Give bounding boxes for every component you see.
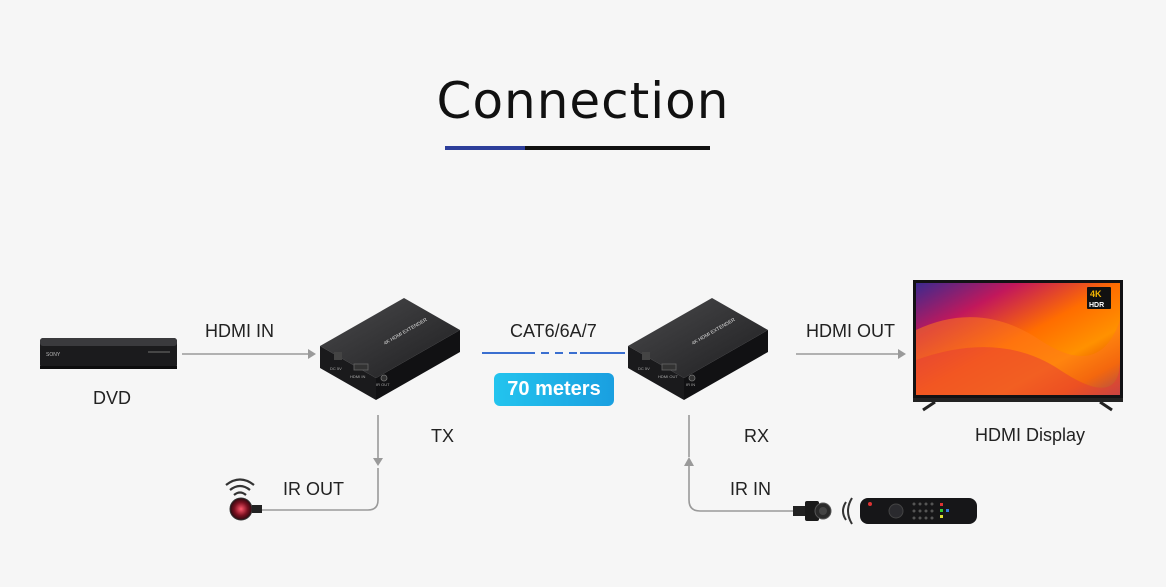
distance-badge: 70 meters — [494, 373, 614, 406]
rx-port-hdmi: HDMI OUT — [658, 374, 678, 379]
title-underline — [525, 146, 710, 150]
dvd-label: DVD — [93, 388, 132, 408]
tx-label: TX — [431, 426, 455, 446]
tx-port-hdmi: HDMI IN — [350, 374, 365, 379]
dvd-brand: SONY — [46, 352, 61, 358]
tx-extender-icon — [320, 298, 460, 400]
tv-badge-4k: 4K — [1090, 289, 1102, 299]
hdmi-display-icon — [913, 280, 1123, 412]
hdmi-in-arrow — [182, 349, 316, 359]
rx-port-ir: IR IN — [686, 382, 695, 387]
hdmi-out-arrow — [796, 349, 906, 359]
page-title: Connection — [436, 72, 730, 130]
tv-badge-hdr: HDR — [1089, 302, 1104, 309]
cable-type-label: CAT6/6A/7 — [510, 321, 597, 341]
dvd-player-icon — [40, 338, 177, 369]
hdmi-display-label: HDMI Display — [975, 425, 1086, 445]
ir-out-label: IR OUT — [283, 479, 344, 499]
rx-port-dc: DC 5V — [638, 366, 650, 371]
ir-emitter-icon — [225, 478, 262, 521]
ir-out-cable — [262, 415, 383, 511]
hdmi-in-label: HDMI IN — [205, 321, 274, 341]
ir-wave-icon — [842, 497, 853, 525]
rx-label: RX — [744, 426, 770, 446]
ir-in-cable — [684, 415, 793, 512]
remote-control-icon — [860, 498, 977, 524]
title-underline-accent — [445, 146, 525, 150]
tx-port-dc: DC 5V — [330, 366, 342, 371]
tx-port-ir: IR OUT — [376, 382, 390, 387]
hdmi-out-label: HDMI OUT — [806, 321, 895, 341]
rx-extender-icon — [628, 298, 768, 400]
ir-receiver-icon — [793, 501, 832, 521]
ir-in-label: IR IN — [730, 479, 772, 499]
